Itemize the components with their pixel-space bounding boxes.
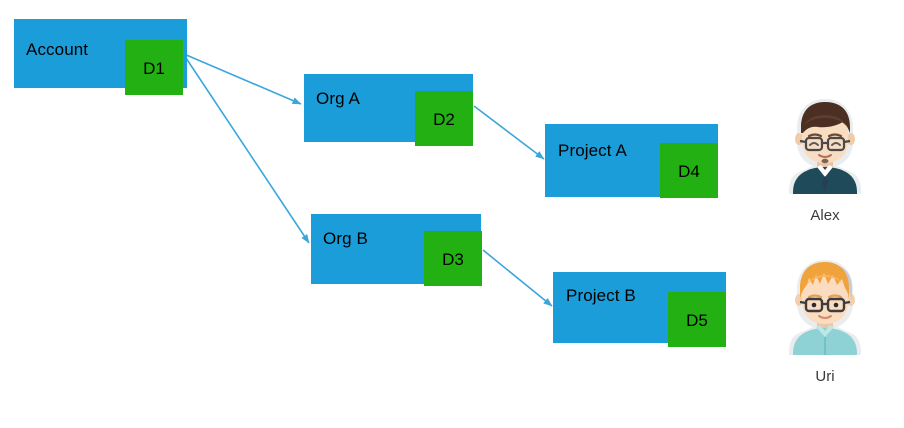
node-project-a-badge[interactable]: D4 [660, 143, 718, 198]
node-org-b-badge-label: D3 [442, 250, 464, 269]
node-org-b-label: Org B [323, 229, 368, 248]
node-account-badge-label: D1 [143, 59, 165, 78]
node-org-b-badge[interactable]: D3 [424, 231, 482, 286]
edge-account-to-org-a [183, 53, 302, 105]
person-alex-name: Alex [810, 207, 840, 224]
node-project-b[interactable]: Project B D5 [553, 272, 726, 347]
avatar-alex-icon [787, 97, 863, 194]
node-project-a-badge-label: D4 [678, 162, 700, 181]
node-org-a[interactable]: Org A D2 [304, 74, 473, 146]
person-alex[interactable]: Alex [787, 97, 863, 224]
node-account-badge[interactable]: D1 [125, 40, 183, 95]
node-project-b-label: Project B [566, 286, 636, 305]
edge-account-to-org-b [183, 54, 310, 244]
person-uri[interactable]: Uri [787, 258, 863, 385]
node-org-a-badge-label: D2 [433, 110, 455, 129]
person-uri-name: Uri [815, 368, 835, 385]
edge-org-b-to-project-b [482, 249, 553, 307]
node-account-label: Account [26, 40, 89, 59]
node-project-b-badge-label: D5 [686, 311, 708, 330]
edge-org-a-to-project-a [473, 105, 545, 160]
node-account[interactable]: Account D1 [14, 19, 187, 95]
node-org-a-label: Org A [316, 89, 360, 108]
node-org-b[interactable]: Org B D3 [311, 214, 482, 286]
node-project-b-badge[interactable]: D5 [668, 292, 726, 347]
avatar-uri-icon [787, 258, 863, 355]
node-org-a-badge[interactable]: D2 [415, 91, 473, 146]
node-project-a-label: Project A [558, 141, 627, 160]
node-project-a[interactable]: Project A D4 [545, 124, 718, 198]
